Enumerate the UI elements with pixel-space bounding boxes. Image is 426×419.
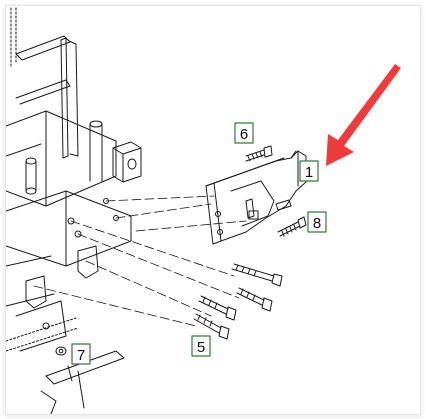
exploded-parts-diagram: 6 1 8 5 7	[6, 7, 401, 414]
bracket-assembly-part-1	[205, 150, 307, 245]
svg-text:6: 6	[240, 126, 248, 143]
red-arrow-pointer	[326, 64, 401, 166]
callout-7: 7	[71, 343, 91, 365]
callout-6: 6	[234, 122, 254, 144]
bolt-part-8	[277, 216, 307, 237]
bolt-part-6	[245, 145, 273, 162]
alignment-lines	[33, 195, 247, 327]
callout-1: 1	[299, 160, 319, 182]
svg-text:1: 1	[305, 164, 313, 181]
nut-part-7	[55, 346, 67, 356]
svg-text:7: 7	[77, 347, 85, 364]
diagram-frame: 6 1 8 5 7	[5, 5, 421, 415]
callout-8: 8	[307, 211, 327, 233]
bolts-part-5	[193, 263, 283, 340]
tractor-frame	[6, 7, 142, 414]
svg-text:5: 5	[197, 339, 205, 356]
callout-5: 5	[191, 335, 211, 357]
svg-text:8: 8	[313, 215, 321, 232]
